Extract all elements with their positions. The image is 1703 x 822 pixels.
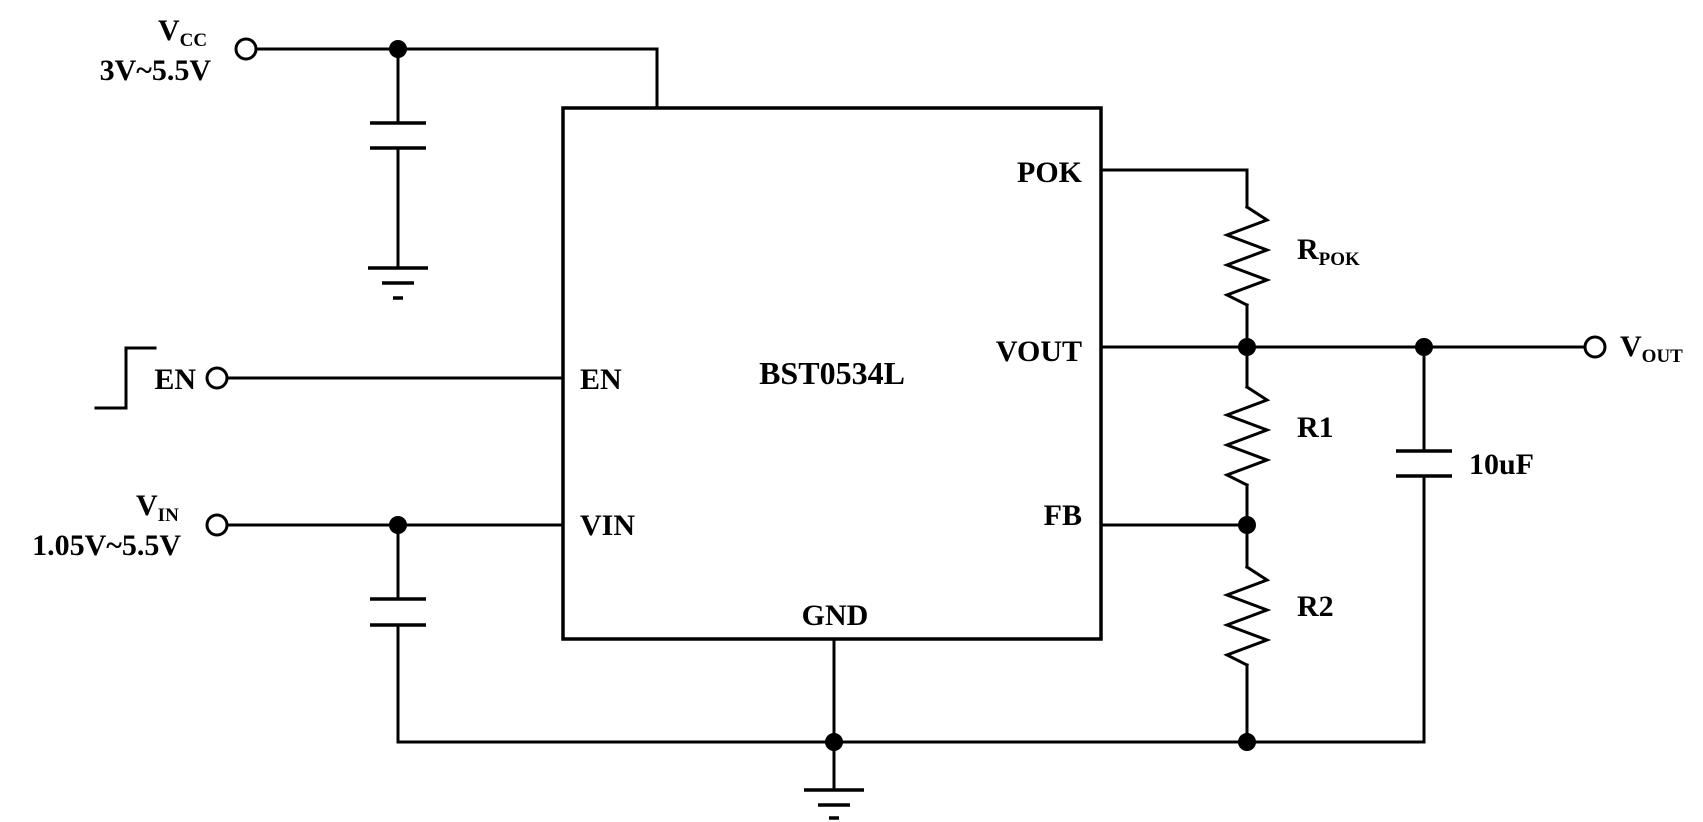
main-ground-symbol xyxy=(804,788,864,820)
vcc-net xyxy=(256,40,659,270)
fb-net xyxy=(1099,483,1256,569)
vout-net xyxy=(1099,303,1585,744)
r1-label: R1 xyxy=(1297,411,1334,444)
r2-label: R2 xyxy=(1297,590,1334,623)
r2-resistor xyxy=(1222,564,1272,668)
vin-label: VIN xyxy=(136,489,179,526)
cout-label: 10uF xyxy=(1469,448,1534,481)
vcc-terminal xyxy=(234,37,258,61)
en-step-signal xyxy=(94,346,157,410)
vout-terminal xyxy=(1583,335,1607,359)
ic-name: BST0534L xyxy=(759,355,905,391)
r1-resistor xyxy=(1222,384,1272,488)
rpok-label: RPOK xyxy=(1297,233,1360,270)
ic-body xyxy=(561,106,1103,641)
rpok-resistor xyxy=(1222,204,1272,308)
vout-label: VOUT xyxy=(1620,330,1683,367)
vin-range: 1.05V~5.5V xyxy=(32,529,181,562)
ground-bus xyxy=(396,637,1426,792)
pin-fb: FB xyxy=(1044,499,1082,532)
pok-net xyxy=(1099,168,1249,209)
vcc-label: VCC xyxy=(158,14,207,51)
vcc-ground-symbol xyxy=(368,266,428,300)
pin-pok: POK xyxy=(1017,156,1083,189)
pin-en: EN xyxy=(580,363,622,396)
pin-gnd: GND xyxy=(802,599,869,632)
pin-vin: VIN xyxy=(580,509,635,542)
vin-terminal xyxy=(205,513,229,537)
vin-net xyxy=(227,516,565,744)
pin-vout: VOUT xyxy=(996,335,1082,368)
en-terminal-label: EN xyxy=(154,363,196,396)
en-terminal xyxy=(205,366,229,390)
vcc-range: 3V~5.5V xyxy=(100,54,212,87)
